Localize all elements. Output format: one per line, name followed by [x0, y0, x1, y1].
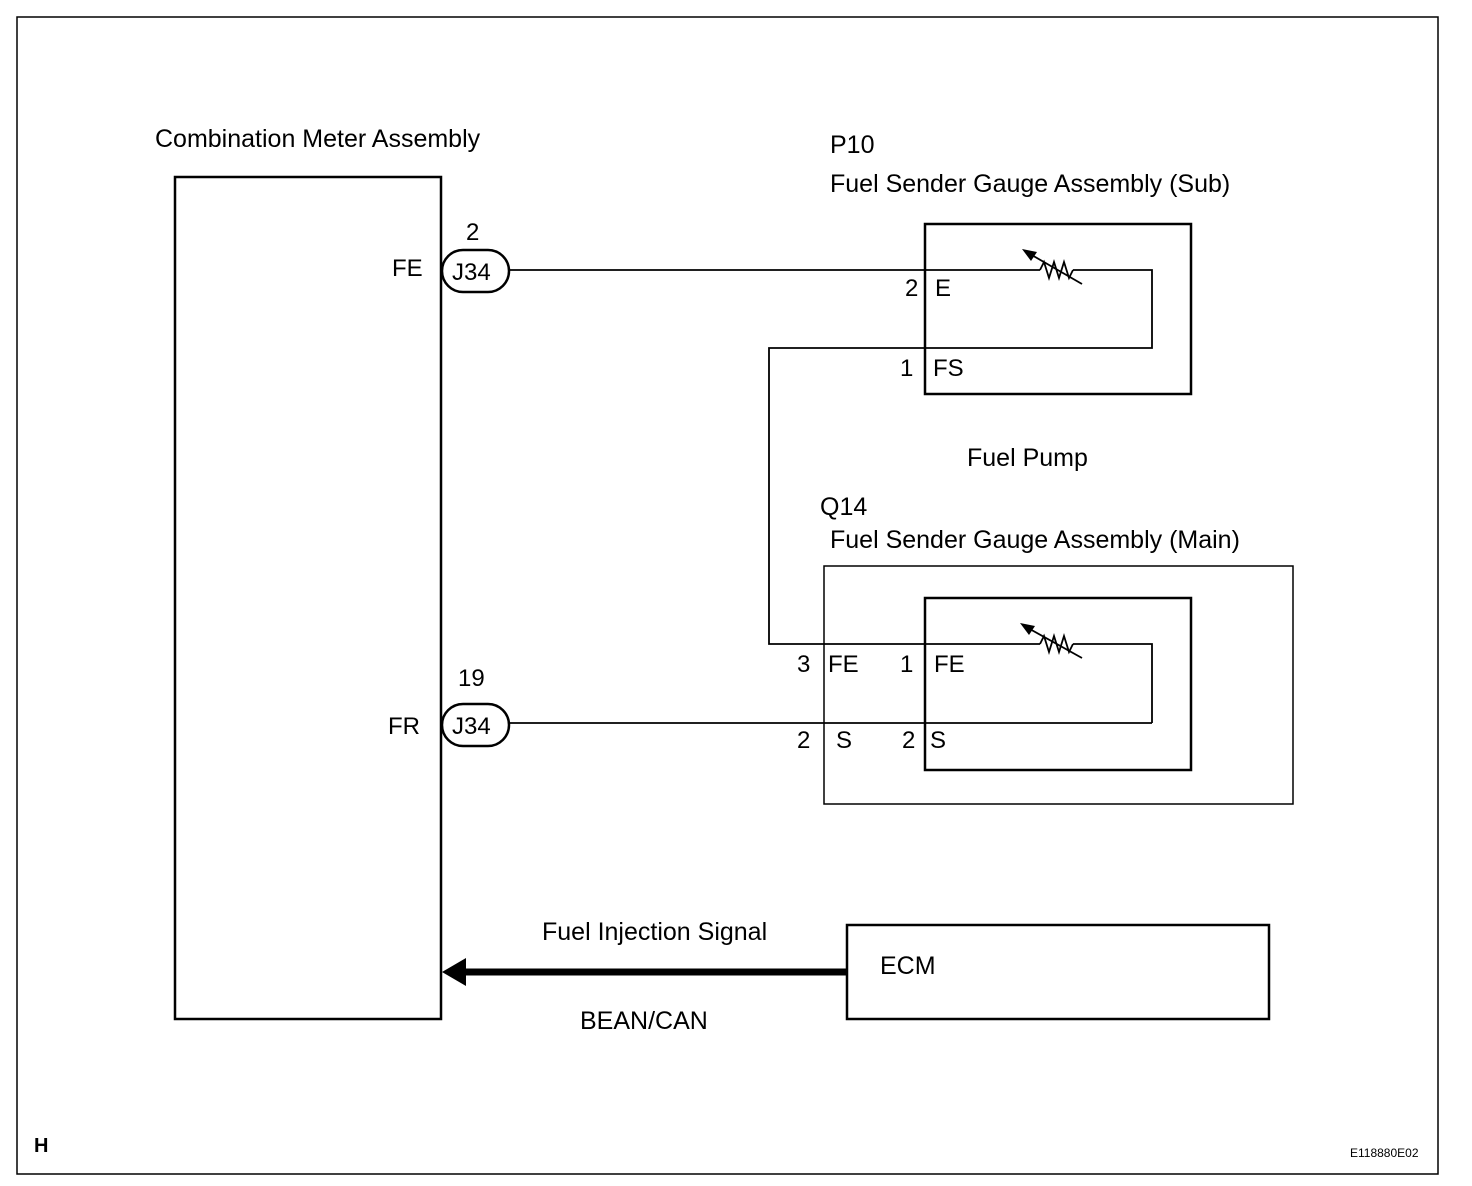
main-inner-s: S: [930, 727, 946, 754]
upper-connector-label: J34: [452, 259, 491, 286]
figure-code: E118880E02: [1350, 1146, 1419, 1160]
fuel-pump-label: Fuel Pump: [967, 444, 1088, 472]
main-gauge-internal-wire-loop: [1073, 643, 1153, 723]
diagram-frame: [16, 16, 1439, 1175]
wire-sub-fs-to-main-fe: [768, 347, 925, 645]
signal-arrow-head-icon: [442, 958, 466, 986]
sub-gauge-internal-wire-loop: [925, 269, 1153, 349]
fuel-pump-outer-box: [823, 565, 1294, 805]
sub-gauge-pin-fs-number: 1: [900, 355, 913, 382]
main-inner-s-number: 2: [902, 727, 915, 754]
sub-gauge-title: Fuel Sender Gauge Assembly (Sub): [830, 170, 1230, 198]
bus-type-label: BEAN/CAN: [580, 1007, 708, 1035]
lower-connector-label: J34: [452, 713, 491, 740]
main-outer-s: S: [836, 727, 852, 754]
main-inner-fe-number: 1: [900, 651, 913, 678]
sub-gauge-code: P10: [830, 131, 874, 159]
combination-meter-box: [173, 175, 443, 1021]
sub-gauge-pin-e: E: [935, 275, 951, 302]
combination-meter-title: Combination Meter Assembly: [155, 125, 481, 153]
fuel-injection-signal-label: Fuel Injection Signal: [542, 918, 767, 946]
main-gauge-resistor-arrow: [1027, 627, 1083, 659]
upper-connector-number: 2: [466, 219, 479, 246]
sub-gauge-pin-fs: FS: [933, 355, 964, 382]
main-gauge-code: Q14: [820, 493, 867, 521]
ecm-label: ECM: [880, 952, 936, 980]
sub-gauge-pin-e-number: 2: [905, 275, 918, 302]
main-outer-s-number: 2: [797, 727, 810, 754]
meter-pin-fr: FR: [388, 713, 420, 740]
main-inner-fe: FE: [934, 651, 965, 678]
sub-gauge-box: [923, 222, 1193, 396]
upper-connector-j34: [440, 248, 511, 294]
sub-gauge-arrow-head-icon: [1022, 249, 1037, 261]
main-outer-fe-number: 3: [797, 651, 810, 678]
main-gauge-title: Fuel Sender Gauge Assembly (Main): [830, 526, 1240, 554]
meter-pin-fe: FE: [392, 255, 423, 282]
lower-connector-j34: [440, 702, 511, 748]
lower-connector-number: 19: [458, 665, 485, 692]
main-gauge-arrow-head-icon: [1020, 623, 1035, 635]
main-outer-fe: FE: [828, 651, 859, 678]
sub-gauge-resistor-arrow: [1029, 253, 1083, 285]
main-gauge-box: [923, 596, 1193, 772]
corner-letter: H: [34, 1135, 48, 1157]
